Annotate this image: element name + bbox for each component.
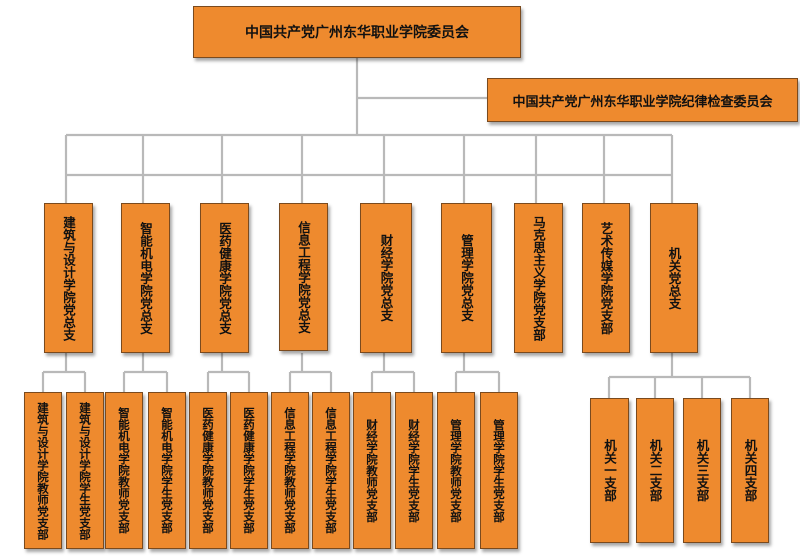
office-sub-branch-node: 机关四支部 <box>731 398 769 543</box>
branch-node-art-media: 艺术传媒学院党支部 <box>582 203 630 353</box>
sub-branch-label: 财经学院学生党支部 <box>407 418 421 523</box>
sub-branch-node: 管理学院学生党支部 <box>480 392 518 549</box>
sub-branch-node: 管理学院教师党支部 <box>437 392 475 549</box>
branch-label: 建筑与设计学院党总支 <box>61 215 76 341</box>
branch-node-architecture: 建筑与设计学院党总支 <box>44 203 93 353</box>
sub-branch-node: 财经学院学生党支部 <box>395 392 433 549</box>
office-sub-branch-label: 机关三支部 <box>694 439 710 502</box>
sub-branch-label: 智能机电学院教师党支部 <box>117 407 131 534</box>
office-sub-branch-node: 机关三支部 <box>683 398 721 543</box>
office-sub-branch-label: 机关四支部 <box>742 439 758 502</box>
discipline-committee-label: 中国共产党广州东华职业学院纪律检查委员会 <box>512 94 773 110</box>
sub-branch-node: 财经学院教师党支部 <box>353 392 391 549</box>
branch-node-finance: 财经学院党总支 <box>360 203 412 353</box>
sub-branch-node: 医药健康学院学生党支部 <box>230 392 268 549</box>
branch-label: 马克思主义学院党支部 <box>531 215 546 341</box>
office-sub-branch-node: 机关一支部 <box>590 398 629 543</box>
discipline-committee-node: 中国共产党广州东华职业学院纪律检查委员会 <box>487 78 798 122</box>
sub-branch-label: 财经学院教师党支部 <box>365 418 379 523</box>
sub-branch-node: 智能机电学院学生党支部 <box>148 392 186 549</box>
sub-branch-node: 信息工程学院教师党支部 <box>271 392 309 549</box>
sub-branch-label: 信息工程学院教师党支部 <box>283 407 297 534</box>
sub-branch-node: 信息工程学院学生党支部 <box>312 392 350 549</box>
branch-node-management: 管理学院党总支 <box>441 203 492 353</box>
branch-label: 智能机电学院党总支 <box>138 221 153 335</box>
branch-node-information: 信息工程学院党总支 <box>279 203 328 351</box>
branch-label: 管理学院党总支 <box>459 234 474 322</box>
sub-branch-node: 医药健康学院教师党支部 <box>189 392 227 549</box>
branch-node-office: 机关党总支 <box>650 203 698 353</box>
branch-label: 机关党总支 <box>666 246 682 310</box>
sub-branch-label: 建筑与设计学院学生党支部 <box>78 401 92 540</box>
sub-branch-node: 建筑与设计学院学生党支部 <box>66 392 104 549</box>
office-sub-branch-node: 机关二支部 <box>636 398 674 543</box>
branch-label: 医药健康学院党总支 <box>217 221 232 335</box>
sub-branch-label: 管理学院学生党支部 <box>492 418 506 523</box>
sub-branch-label: 医药健康学院教师党支部 <box>201 407 215 534</box>
branch-node-mechatronics: 智能机电学院党总支 <box>121 203 170 353</box>
office-sub-branch-label: 机关一支部 <box>602 439 617 502</box>
branch-label: 信息工程学院党总支 <box>296 220 311 334</box>
root-node: 中国共产党广州东华职业学院委员会 <box>193 6 521 58</box>
sub-branch-label: 信息工程学院学生党支部 <box>324 407 338 534</box>
branch-node-marxism: 马克思主义学院党支部 <box>514 203 563 353</box>
sub-branch-label: 智能机电学院学生党支部 <box>160 407 174 534</box>
office-sub-branch-label: 机关二支部 <box>647 439 663 502</box>
branch-label: 艺术传媒学院党支部 <box>598 221 614 335</box>
sub-branch-label: 建筑与设计学院教师党支部 <box>36 401 50 540</box>
sub-branch-label: 医药健康学院学生党支部 <box>242 407 256 534</box>
sub-branch-label: 管理学院教师党支部 <box>449 418 463 523</box>
root-node-label: 中国共产党广州东华职业学院委员会 <box>245 25 469 41</box>
branch-node-medicine: 医药健康学院党总支 <box>200 203 249 353</box>
sub-branch-node: 智能机电学院教师党支部 <box>105 392 143 549</box>
branch-label: 财经学院党总支 <box>378 234 394 322</box>
sub-branch-node: 建筑与设计学院教师党支部 <box>24 392 62 549</box>
